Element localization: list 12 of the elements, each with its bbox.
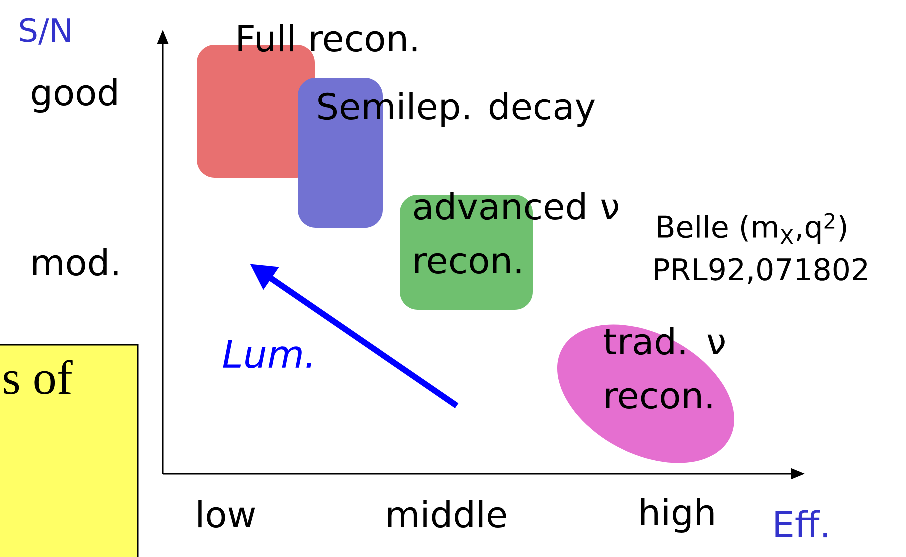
axis-label: Belle (m$_{X}$,q$^{2}$) [658, 213, 846, 245]
axis-label: good [32, 78, 117, 114]
axis-label: middle [388, 500, 506, 528]
axis-label: Eff. [776, 510, 828, 538]
axis-label: mod. [33, 248, 118, 276]
axis-label: high [641, 498, 714, 534]
axis-label: low [198, 500, 256, 528]
text-panel: s of [0, 344, 139, 557]
elliptical-region: trad. ν recon. [558, 324, 734, 464]
axis-label: PRL92,071802 [655, 258, 868, 284]
axis-label: S/N [20, 18, 70, 45]
axis-label: Lum. [223, 340, 312, 368]
